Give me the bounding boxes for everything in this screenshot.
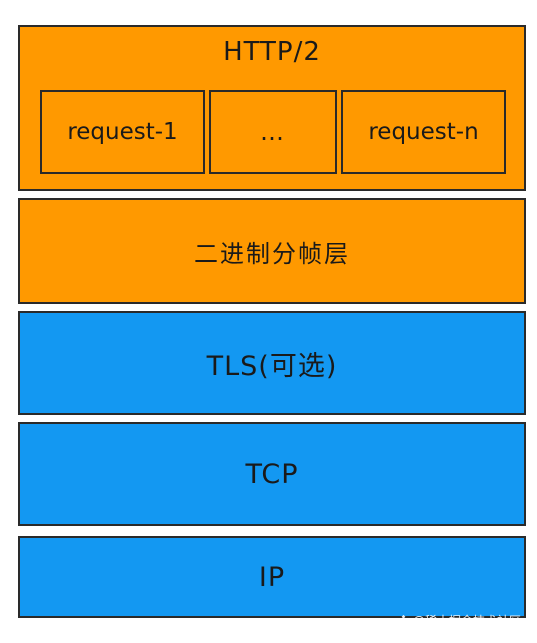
tls-layer: TLS(可选): [18, 311, 526, 415]
request-n-box: request-n: [341, 90, 506, 174]
request-ellipsis-box: …: [209, 90, 337, 174]
juejin-logo-icon: [397, 614, 410, 626]
http2-layer: HTTP/2 request-1 … request-n: [18, 25, 526, 191]
watermark-text: @稀土掘金技术社区: [412, 614, 521, 628]
request-1-box: request-1: [40, 90, 205, 174]
tcp-layer: TCP: [18, 422, 526, 526]
watermark: @稀土掘金技术社区: [397, 612, 521, 629]
ip-layer: IP: [18, 536, 526, 618]
http2-title: HTTP/2: [223, 37, 321, 67]
binary-framing-layer: 二进制分帧层: [18, 198, 526, 304]
